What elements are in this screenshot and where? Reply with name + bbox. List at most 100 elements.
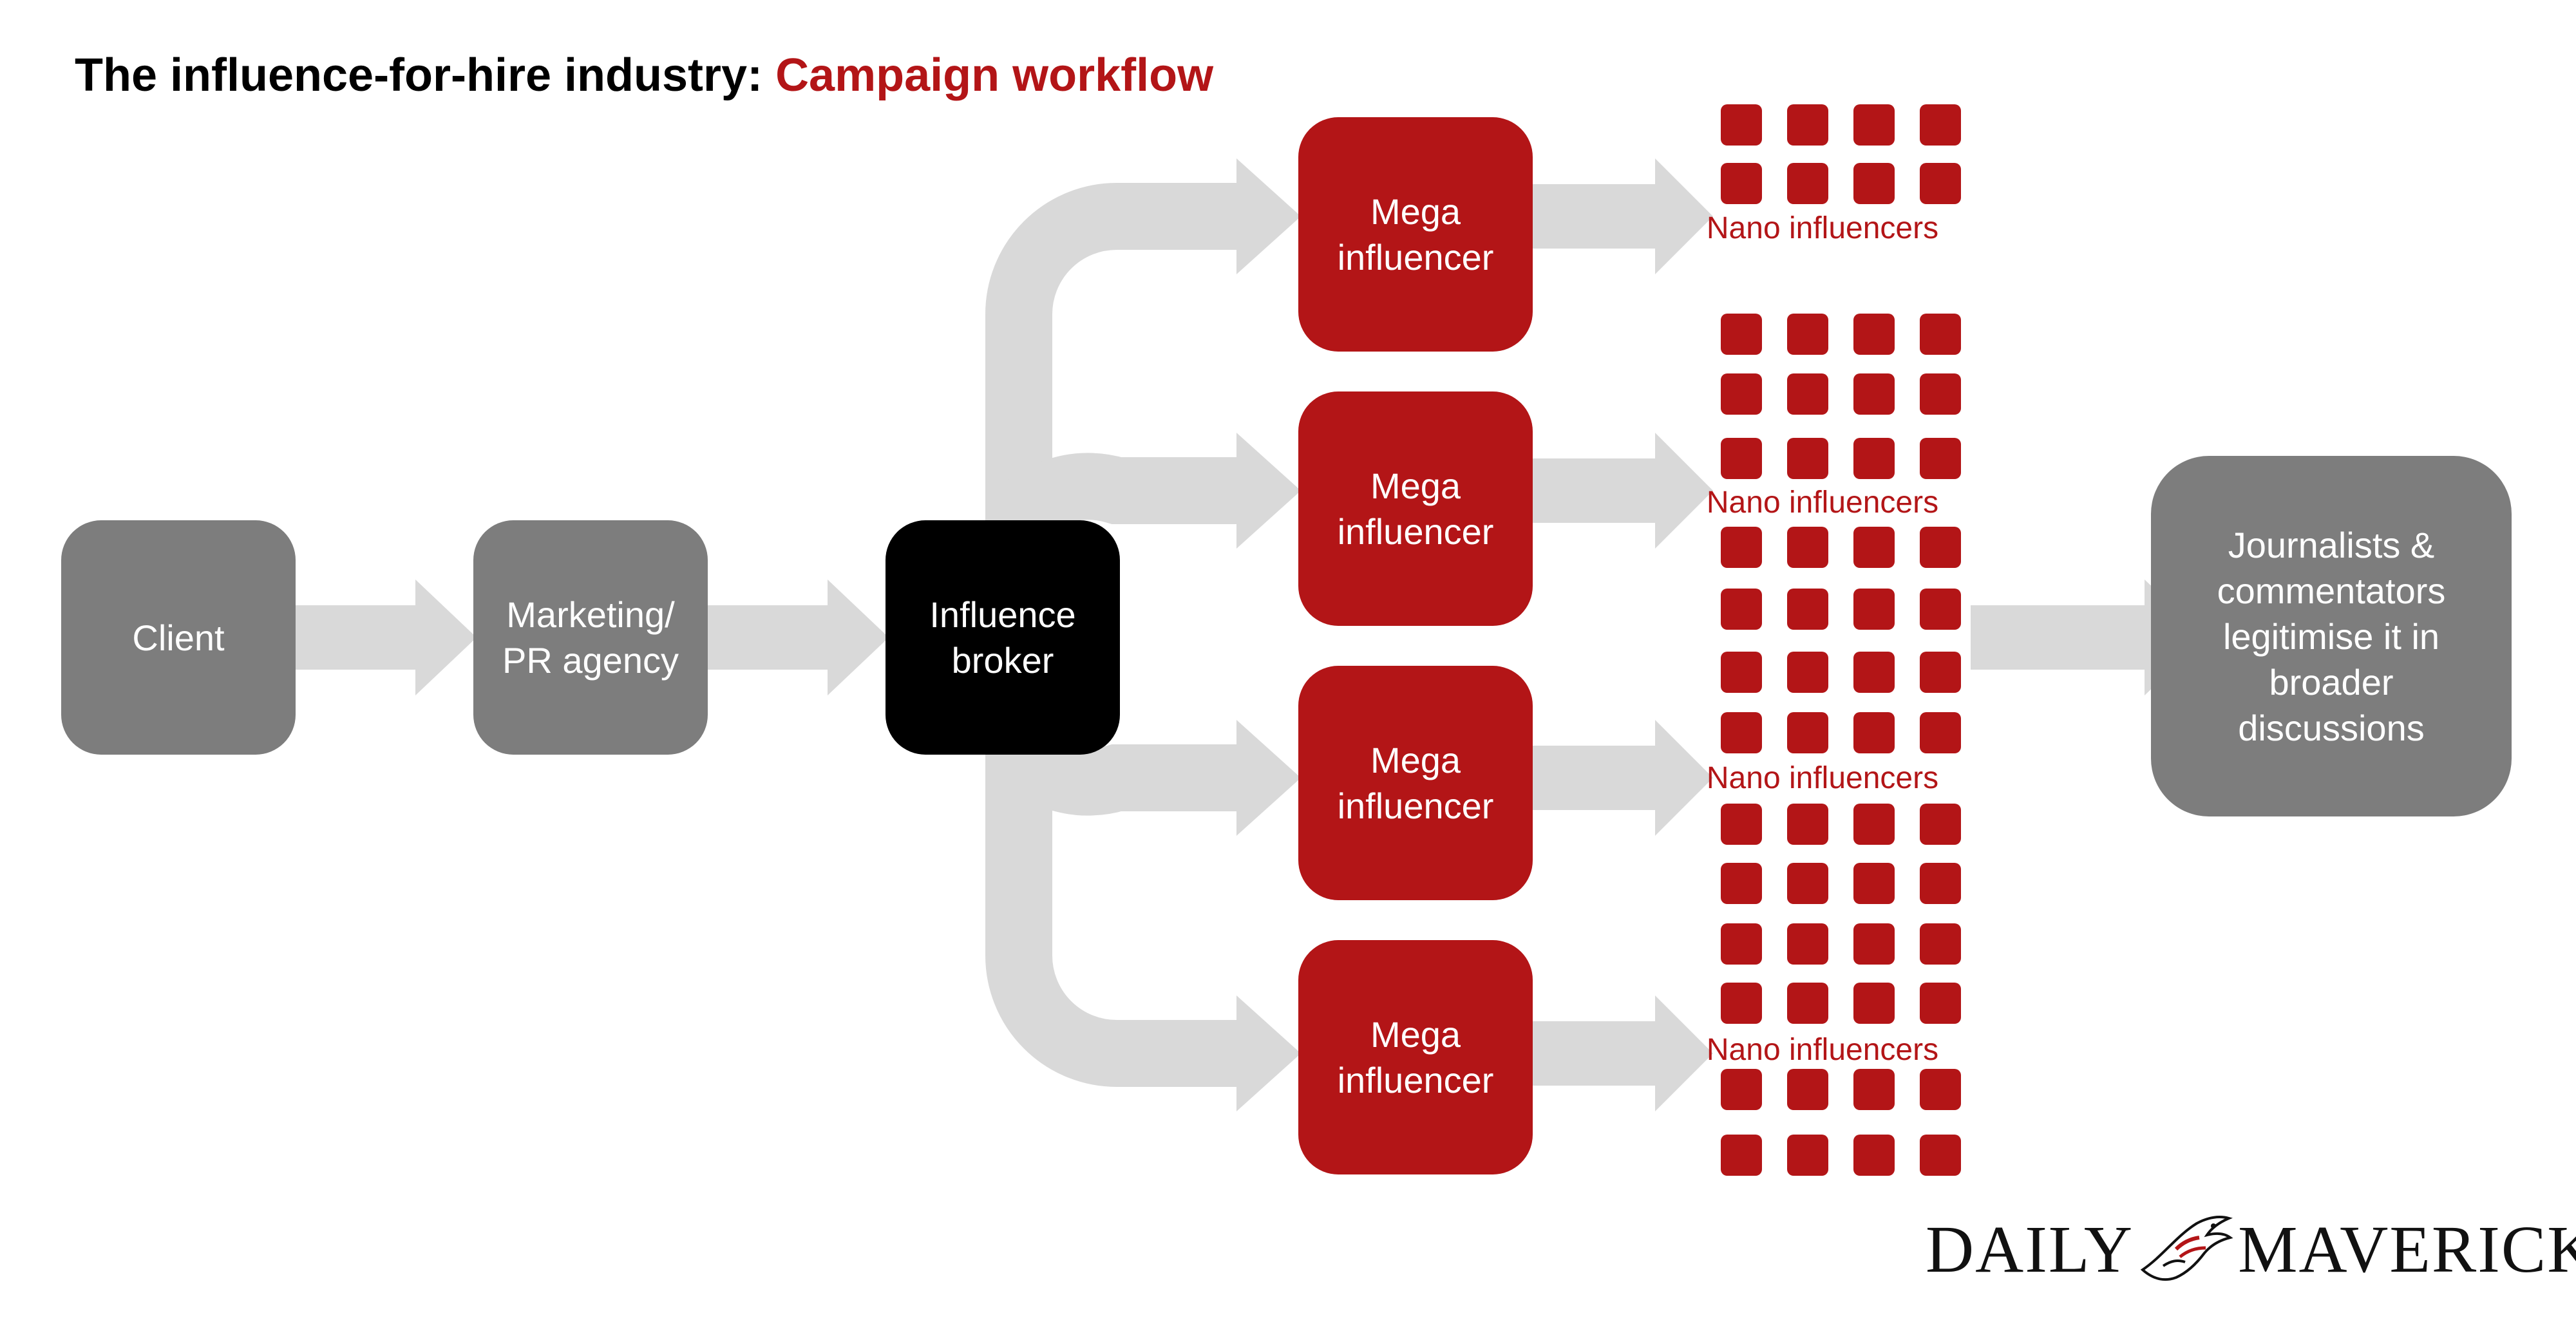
nano-influencers-label-3: Nano influencers (1706, 761, 1939, 795)
nano-influencer-square (1920, 863, 1961, 904)
brand-left: DAILY (1926, 1212, 2134, 1287)
nano-influencer-square (1721, 1069, 1762, 1110)
nano-influencer-square (1721, 163, 1762, 204)
nano-influencer-square (1920, 527, 1961, 568)
nano-influencers-label-1: Nano influencers (1706, 211, 1939, 245)
agency-label: Marketing/ PR agency (502, 594, 679, 681)
nano-influencer-square (1853, 373, 1895, 415)
nano-influencer-square (1787, 804, 1828, 845)
arrow-body-client (293, 605, 422, 670)
nano-influencer-square (1787, 923, 1828, 965)
arrow-head-mega-2 (1655, 433, 1713, 549)
branch-path-1 (985, 183, 1243, 523)
client-node: Client (61, 520, 296, 755)
nano-influencer-square (1853, 983, 1895, 1024)
title-prefix: The influence-for-hire industry: (75, 50, 776, 101)
nano-influencer-square (1853, 163, 1895, 204)
nano-influencer-square (1721, 438, 1762, 479)
nano-influencer-square (1853, 1069, 1895, 1110)
nano-influencer-square (1787, 163, 1828, 204)
client-label: Client (132, 617, 225, 658)
arrow-head-branch-3 (1236, 720, 1301, 836)
nano-influencer-square (1920, 314, 1961, 355)
arrow-head-mega-4 (1655, 995, 1713, 1111)
nano-influencer-square (1920, 104, 1961, 146)
nano-influencer-square (1787, 863, 1828, 904)
arrow-body-mega-1 (1533, 184, 1662, 249)
nano-influencer-square (1920, 1069, 1961, 1110)
nano-influencer-square (1787, 438, 1828, 479)
nano-influencer-square (1787, 527, 1828, 568)
nano-influencer-square (1920, 712, 1961, 753)
mega-influencer-label: Mega influencer (1337, 191, 1494, 278)
nano-influencer-square (1920, 923, 1961, 965)
nano-influencer-square (1721, 712, 1762, 753)
nano-influencer-square (1787, 314, 1828, 355)
nano-influencer-square (1721, 589, 1762, 630)
nano-influencer-square (1920, 652, 1961, 693)
mega-influencer-label: Mega influencer (1337, 740, 1494, 826)
nano-influencers-label-2: Nano influencers (1706, 486, 1939, 520)
title-highlight: Campaign workflow (775, 50, 1214, 101)
nano-influencer-square (1721, 373, 1762, 415)
mega-influencer-node-1: Mega influencer (1298, 117, 1533, 352)
nano-influencer-square (1721, 652, 1762, 693)
nano-influencer-square (1853, 804, 1895, 845)
nano-influencer-square (1787, 652, 1828, 693)
branch-path-2 (995, 453, 1243, 540)
brand-right: MAVERICK (2238, 1212, 2576, 1287)
nano-influencer-square (1721, 923, 1762, 965)
nano-influencer-grid (1721, 104, 1961, 1176)
mega-influencer-node-2: Mega influencer (1298, 391, 1533, 626)
nano-influencer-square (1787, 1135, 1828, 1176)
nano-influencer-square (1721, 863, 1762, 904)
nano-influencer-square (1853, 589, 1895, 630)
branch-path-3 (995, 729, 1243, 816)
arrow-body-nano (1971, 605, 2151, 670)
nano-influencer-square (1721, 527, 1762, 568)
arrow-body-mega-3 (1533, 746, 1662, 810)
nano-influencer-square (1920, 373, 1961, 415)
mega-influencer-node-4: Mega influencer (1298, 940, 1533, 1174)
arrow-head-mega-3 (1655, 720, 1713, 836)
nano-influencer-square (1853, 527, 1895, 568)
nano-influencers-label-4: Nano influencers (1706, 1033, 1939, 1067)
journalists-label: Journalists & commentators legitimise it… (2217, 524, 2446, 748)
broker-label: Influence broker (929, 594, 1076, 681)
nano-influencer-square (1721, 804, 1762, 845)
arrow-body-mega-2 (1533, 458, 1662, 523)
nano-influencer-square (1787, 712, 1828, 753)
mega-influencer-node-3: Mega influencer (1298, 666, 1533, 900)
nano-influencer-square (1853, 1135, 1895, 1176)
nano-influencer-square (1853, 712, 1895, 753)
nano-influencer-square (1787, 1069, 1828, 1110)
nano-influencer-square (1853, 652, 1895, 693)
nano-influencer-square (1787, 589, 1828, 630)
arrow-body-agency (705, 605, 834, 670)
arrow-head-client (415, 580, 477, 695)
nano-influencer-square (1853, 104, 1895, 146)
broker-node: Influence broker (886, 520, 1120, 755)
branch-path-4 (985, 747, 1243, 1087)
daily-maverick-logo: DAILY MAVERICK (1926, 1211, 2576, 1288)
mega-influencer-label: Mega influencer (1337, 1014, 1494, 1100)
nano-influencer-square (1853, 314, 1895, 355)
nano-influencer-square (1920, 438, 1961, 479)
arrow-body-mega-4 (1533, 1021, 1662, 1086)
nano-influencer-square (1920, 163, 1961, 204)
arrow-head-agency (828, 580, 889, 695)
journalists-node: Journalists & commentators legitimise it… (2151, 456, 2512, 816)
nano-influencer-square (1920, 1135, 1961, 1176)
arrow-head-branch-4 (1236, 995, 1301, 1111)
nano-influencer-square (1853, 863, 1895, 904)
nano-influencer-square (1920, 589, 1961, 630)
nano-influencer-square (1787, 104, 1828, 146)
nano-influencer-square (1721, 983, 1762, 1024)
mega-influencer-label: Mega influencer (1337, 466, 1494, 552)
nano-influencer-square (1721, 314, 1762, 355)
nano-influencer-square (1721, 1135, 1762, 1176)
nano-influencer-square (1920, 983, 1961, 1024)
nano-influencer-square (1853, 923, 1895, 965)
